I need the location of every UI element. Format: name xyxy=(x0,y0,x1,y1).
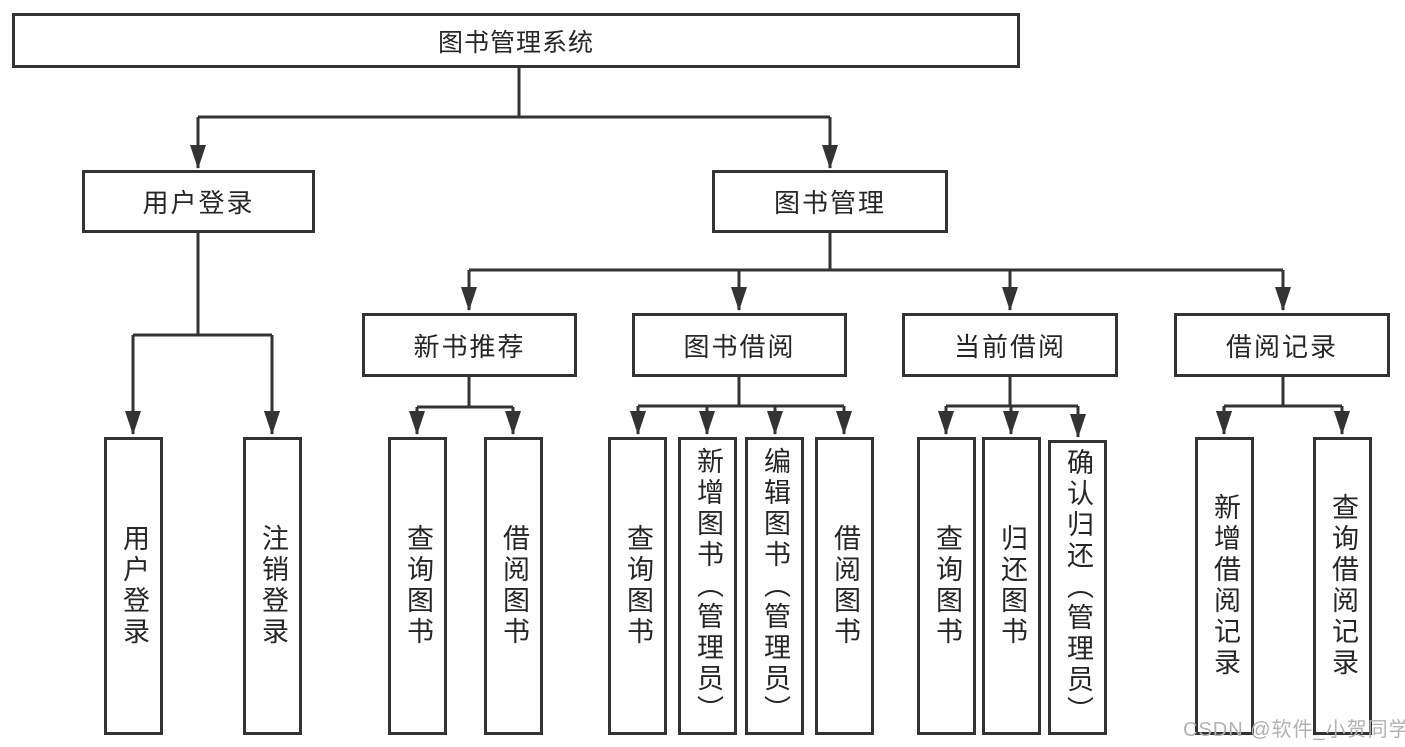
leaf-borrowing-edit-books-admin: 编辑图书（管理员） xyxy=(745,437,804,735)
node-label: 编辑图书（管理员） xyxy=(760,446,790,726)
node-borrowing-records: 借阅记录 xyxy=(1174,313,1390,377)
leaf-newrec-borrow-books: 借阅图书 xyxy=(484,437,543,735)
node-label: 新增图书（管理员） xyxy=(693,446,723,726)
node-book-management: 图书管理 xyxy=(712,170,948,233)
leaf-current-confirm-return-admin: 确认归还（管理员） xyxy=(1048,440,1107,735)
node-label: 用户登录 xyxy=(119,524,149,648)
node-label: 用户登录 xyxy=(142,188,255,218)
node-label: 确认归还（管理员） xyxy=(1063,448,1093,727)
leaf-newrec-query-books: 查询图书 xyxy=(388,437,447,735)
node-label: 借阅记录 xyxy=(1225,331,1338,362)
leaf-current-return-books: 归还图书 xyxy=(982,437,1041,735)
node-label: 图书管理 xyxy=(773,188,886,218)
node-user-login: 用户登录 xyxy=(82,170,315,233)
csdn-watermark: CSDN @软件_小贺同学 xyxy=(1183,719,1405,741)
leaf-records-add-record: 新增借阅记录 xyxy=(1195,437,1254,735)
node-label: 查询借阅记录 xyxy=(1328,493,1358,679)
node-label: 注销登录 xyxy=(258,524,288,648)
leaf-records-query-record: 查询借阅记录 xyxy=(1313,437,1372,735)
node-label: 当前借阅 xyxy=(953,331,1066,362)
node-label: 归还图书 xyxy=(997,524,1027,648)
node-current-borrowing: 当前借阅 xyxy=(902,313,1118,377)
node-label: 新书推荐 xyxy=(413,331,526,362)
node-library-system: 图书管理系统 xyxy=(12,13,1020,68)
node-label: 图书管理系统 xyxy=(437,28,594,57)
node-label: 查询图书 xyxy=(403,524,433,648)
leaf-borrowing-add-books-admin: 新增图书（管理员） xyxy=(678,437,737,735)
node-label: 查询图书 xyxy=(932,524,962,648)
leaf-logout: 注销登录 xyxy=(243,437,302,735)
leaf-borrowing-query-books: 查询图书 xyxy=(608,437,667,735)
leaf-current-query-books: 查询图书 xyxy=(917,437,976,735)
leaf-borrowing-borrow-books: 借阅图书 xyxy=(815,437,874,735)
node-label: 借阅图书 xyxy=(499,524,529,648)
node-label: 借阅图书 xyxy=(830,524,860,648)
node-new-book-recommendation: 新书推荐 xyxy=(362,313,577,377)
node-label: 新增借阅记录 xyxy=(1210,493,1240,679)
node-label: 查询图书 xyxy=(623,524,653,648)
leaf-user-login: 用户登录 xyxy=(104,437,163,735)
node-label: 图书借阅 xyxy=(683,331,796,362)
node-book-borrowing: 图书借阅 xyxy=(632,313,847,377)
